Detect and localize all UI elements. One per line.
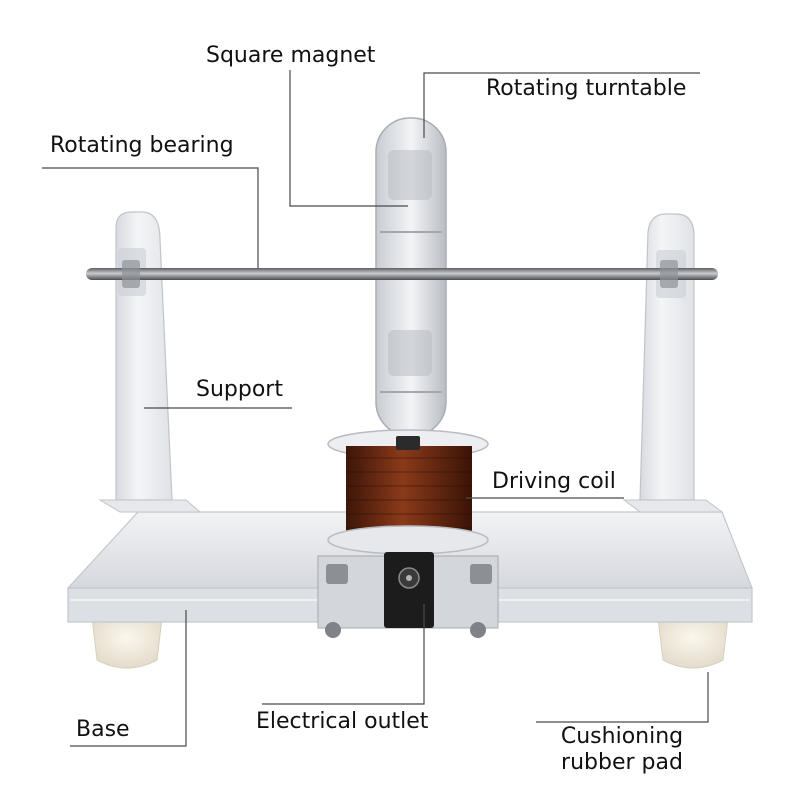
label-cushioning-line1: Cushioning <box>560 724 684 749</box>
label-rotating-bearing: Rotating bearing <box>50 133 234 158</box>
leader-bearing <box>42 167 259 268</box>
label-cushioning-rubber-pad: Cushioning rubber pad <box>540 724 704 776</box>
dc-jack <box>384 552 434 628</box>
label-rotating-turntable: Rotating turntable <box>486 76 687 101</box>
rubber-pad-right <box>657 617 729 669</box>
label-support: Support <box>196 377 283 402</box>
support-right <box>622 213 724 513</box>
leader-rubber-pad <box>536 672 709 723</box>
leader-outlet <box>262 604 425 705</box>
label-cushioning-line2: rubber pad <box>561 750 683 775</box>
driving-coil <box>327 429 489 555</box>
label-electrical-outlet: Electrical outlet <box>256 709 429 734</box>
leader-lines <box>42 70 709 747</box>
support-left <box>98 211 202 513</box>
leader-base <box>70 610 187 747</box>
label-driving-coil: Driving coil <box>492 469 616 494</box>
leader-turntable <box>423 72 700 138</box>
leader-square-magnet <box>289 70 408 207</box>
rubber-pad-left <box>91 617 163 669</box>
bearing-rod <box>86 260 718 288</box>
label-square-magnet: Square magnet <box>206 43 376 68</box>
label-base: Base <box>76 717 130 742</box>
